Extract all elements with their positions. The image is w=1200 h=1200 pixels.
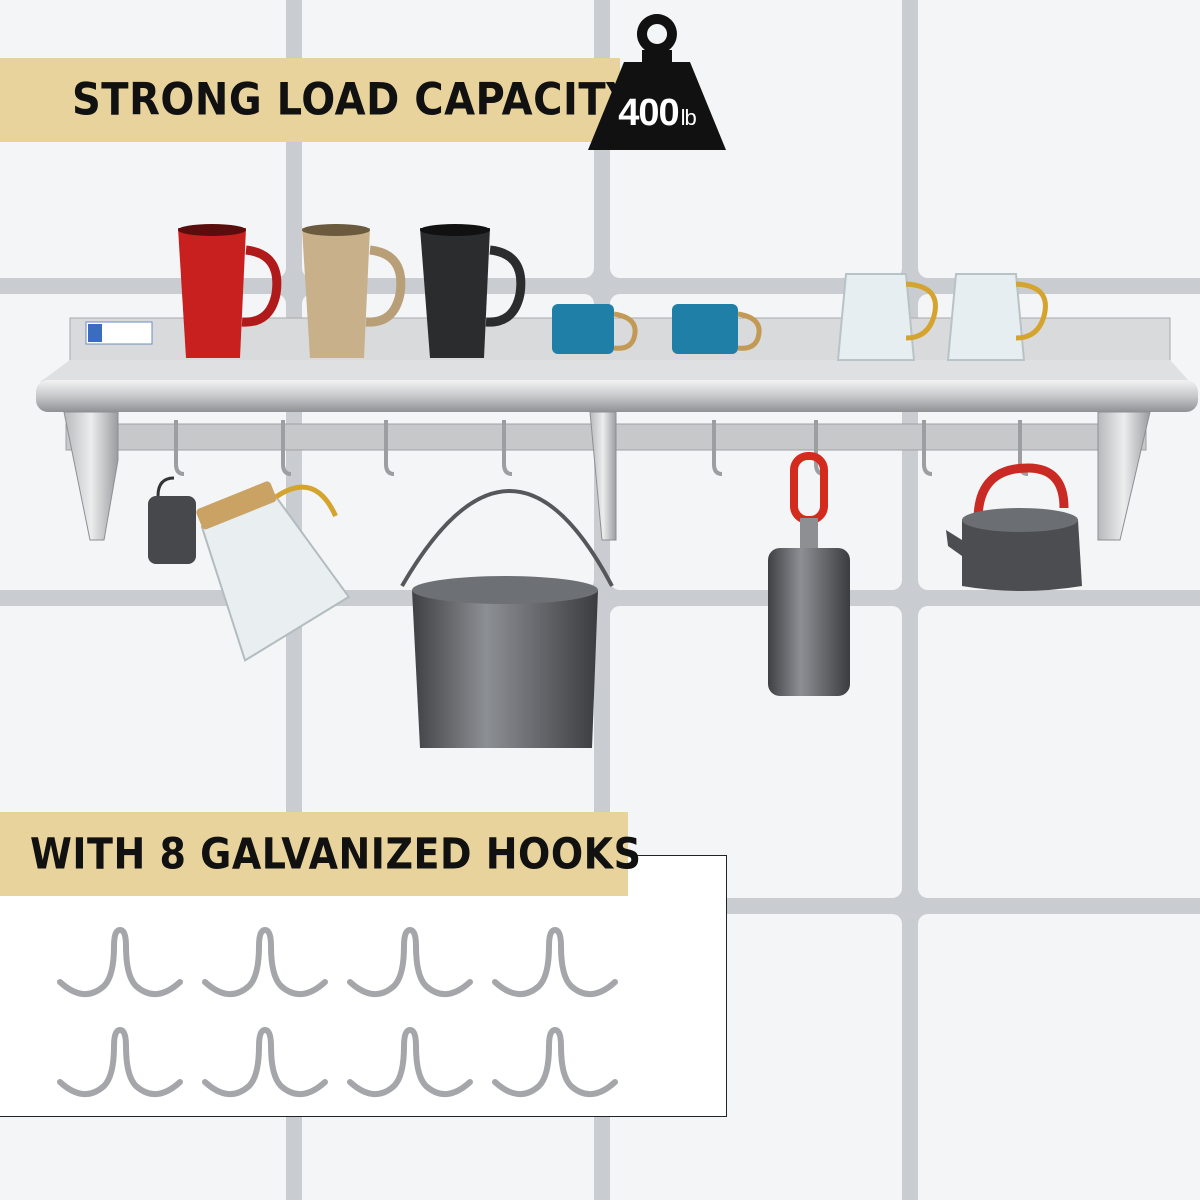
shelf-hooks xyxy=(174,420,1029,476)
weight-badge: 400lb xyxy=(584,8,730,156)
blue-cup-icon xyxy=(672,304,762,354)
shelf-surface xyxy=(40,360,1190,382)
galvanized-hook-icon xyxy=(347,926,473,997)
shelf-label-sticker xyxy=(85,321,153,345)
hooks-illustration xyxy=(57,926,618,1097)
galvanized-hook-icon xyxy=(347,1026,473,1097)
hooks-banner: WITH 8 GALVANIZED HOOKS xyxy=(0,812,641,896)
shelf-bracket-right xyxy=(1097,411,1151,541)
galvanized-hook-icon xyxy=(202,1026,328,1097)
galvanized-hook-icon xyxy=(57,1026,183,1097)
glass-mug-icon xyxy=(946,273,1048,361)
large-pot-icon xyxy=(400,489,614,748)
galvanized-hook-icon xyxy=(202,926,328,997)
shelf-front-lip xyxy=(36,380,1198,412)
galvanized-hook-icon xyxy=(57,926,183,997)
black-mug-icon xyxy=(420,224,526,358)
shelf-bracket-left xyxy=(63,411,119,541)
glass-mug-icon xyxy=(836,273,938,361)
galvanized-hook-icon xyxy=(492,1026,618,1097)
galvanized-hook-icon xyxy=(492,926,618,997)
hooks-panel xyxy=(0,855,727,1117)
load-capacity-heading: STRONG LOAD CAPACITY xyxy=(72,74,636,126)
beige-mug-icon xyxy=(302,224,406,358)
weight-icon xyxy=(588,14,726,150)
hooks-heading: WITH 8 GALVANIZED HOOKS xyxy=(30,829,642,879)
load-capacity-banner: STRONG LOAD CAPACITY xyxy=(0,58,635,142)
saucepan-icon xyxy=(768,452,850,696)
weight-unit: lb xyxy=(680,105,697,130)
glass-pitcher-icon xyxy=(196,481,351,662)
small-cup-icon xyxy=(148,476,196,564)
weight-value: 400 xyxy=(618,92,679,134)
kettle-icon xyxy=(946,463,1082,591)
red-mug-icon xyxy=(178,224,282,358)
blue-cup-icon xyxy=(552,304,638,354)
weight-label: 400lb xyxy=(584,92,730,135)
shelf-bracket-middle xyxy=(589,411,617,541)
